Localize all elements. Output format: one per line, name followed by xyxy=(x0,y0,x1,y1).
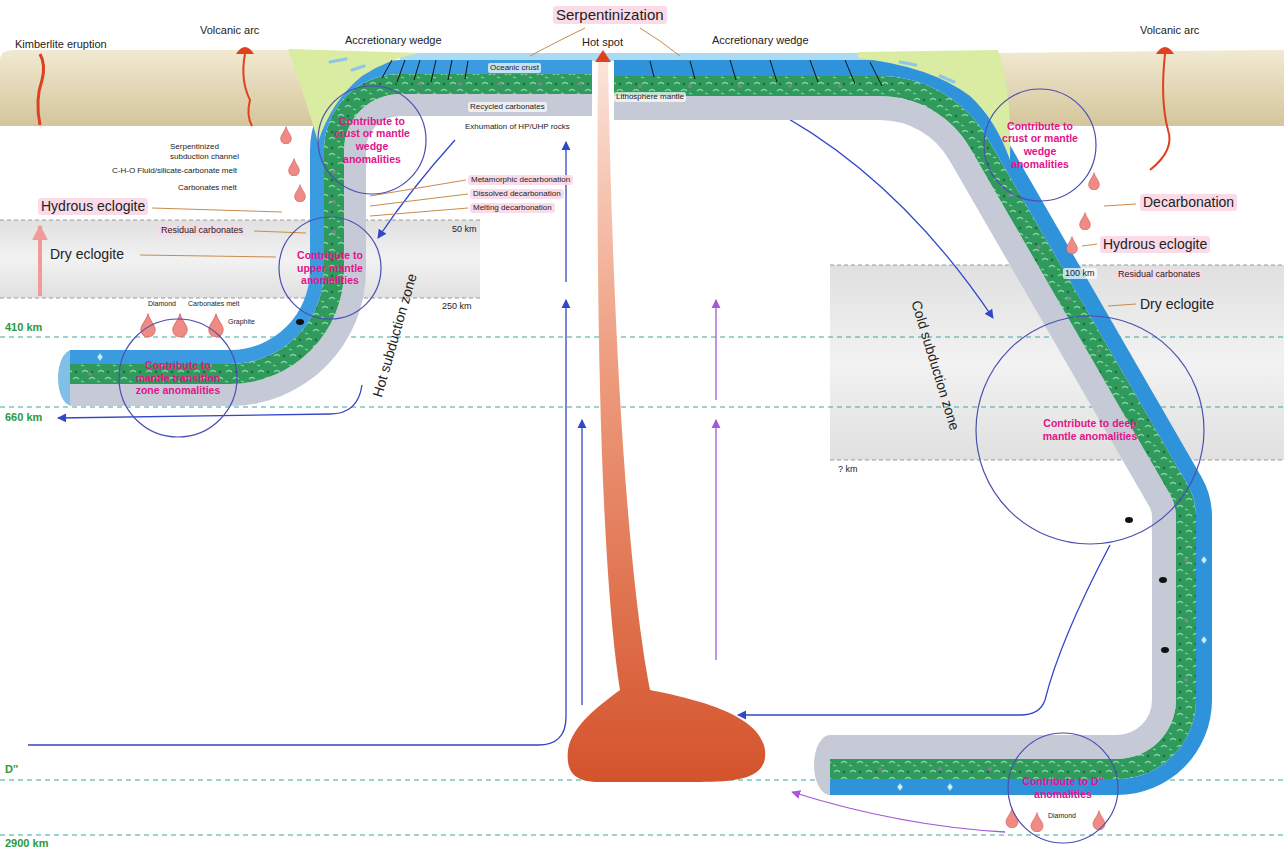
fracture-lines xyxy=(382,60,468,82)
text-label: Carbonates melt xyxy=(178,183,237,193)
melt-drop xyxy=(1006,809,1018,828)
text-label: 410 km xyxy=(5,321,42,334)
circle-outline-shape xyxy=(318,86,426,194)
text-label: Diamond xyxy=(148,300,176,308)
circle-text: Contribute to crust or mantle wedge anom… xyxy=(997,120,1083,170)
sediment-layer xyxy=(614,60,1212,795)
text-label: Serpentinization xyxy=(553,6,667,24)
anomaly-circle: Contribute to crust or mantle wedge anom… xyxy=(317,85,427,195)
melt-drop xyxy=(1089,173,1100,190)
plume-flow-line xyxy=(792,792,1005,832)
anomaly-circle: Contribute to deep mantle anomalities xyxy=(975,315,1205,545)
lithosphere-mantle-layer xyxy=(614,96,1176,759)
text-label: Dry eclogite xyxy=(50,246,124,263)
text-label: Melting decarbonation xyxy=(470,203,555,213)
circle-outline-shape xyxy=(984,89,1096,201)
melt-drop xyxy=(1093,811,1105,830)
text-label: Metamorphic decarbonation xyxy=(468,175,573,185)
magma-conduit xyxy=(243,54,252,126)
melt-drop xyxy=(289,159,300,176)
text-label: Recycled carbonates xyxy=(468,102,547,112)
ocean-water xyxy=(400,53,880,61)
text-label: Carbonates melt xyxy=(188,300,239,308)
circle-text: Contribute to D'' anomalities xyxy=(1021,775,1105,800)
wedge-lens xyxy=(330,59,954,82)
text-label: 660 km xyxy=(5,411,42,424)
mantle-flow-line xyxy=(738,545,1110,715)
mantle-plume xyxy=(568,60,766,782)
text-label: Residual carbonates xyxy=(1115,269,1203,280)
text-label: Kimberlite eruption xyxy=(15,38,107,51)
melt-drop xyxy=(1080,213,1091,230)
plume-flow-line xyxy=(715,420,716,660)
text-label: 100 km xyxy=(1063,268,1097,279)
diamond-symbol xyxy=(97,353,1207,791)
circle-outline-shape xyxy=(976,316,1204,544)
circle-text: Contribute to mantle transition zone ano… xyxy=(133,359,223,397)
hot-spot-volcano xyxy=(595,50,611,62)
melt-drop xyxy=(141,314,155,337)
carbonate-dots xyxy=(88,82,1188,771)
text-label: Lithosphere mantle xyxy=(614,92,686,102)
mantle-flow-line xyxy=(565,142,566,282)
fracture-lines xyxy=(650,60,882,86)
plume-flow-line xyxy=(715,300,716,400)
anomaly-circle: Contribute to mantle transition zone ano… xyxy=(118,318,238,438)
accretionary-wedge xyxy=(858,50,1010,160)
text-label: Diamond xyxy=(1046,812,1078,820)
text-label: Graphite xyxy=(228,318,255,326)
leader-line xyxy=(140,28,1136,306)
ascent-arrow xyxy=(38,226,42,296)
text-label: Serpentinized subduction channel xyxy=(170,142,252,161)
volcano xyxy=(1156,47,1174,54)
text-label: 250 km xyxy=(442,301,472,312)
graphite-symbol xyxy=(296,319,1169,653)
circle-text: Contribute to upper mantle anomalities xyxy=(291,249,369,287)
text-label: 2900 km xyxy=(5,837,48,850)
text-label: Oceanic crust xyxy=(488,63,541,73)
oceanic-crust-layer xyxy=(614,76,1196,779)
text-label: 50 km xyxy=(452,224,477,235)
circle-text: Contribute to deep mantle anomalities xyxy=(1025,417,1155,442)
text-label: Dry eclogite xyxy=(1140,296,1214,313)
text-label: D'' xyxy=(5,763,18,776)
text-label: Decarbonation xyxy=(1140,194,1237,211)
text-label: C-H-O Fluid/silicate-carbonate melt xyxy=(112,166,237,176)
circle-outline-shape xyxy=(279,217,381,319)
sediment-layer xyxy=(70,60,592,364)
text-label: Hydrous eclogite xyxy=(1100,236,1210,253)
kimberlite-pipe xyxy=(38,54,44,125)
text-label: Hydrous eclogite xyxy=(38,198,148,215)
melt-drop xyxy=(281,127,292,144)
anomaly-circle: Contribute to D'' anomalities xyxy=(1007,732,1119,844)
anomaly-circle: Contribute to crust or mantle wedge anom… xyxy=(983,88,1097,202)
text-label: Dissolved decarbonation xyxy=(470,189,564,199)
circle-text: Contribute to crust or mantle wedge anom… xyxy=(331,115,413,165)
text-label: Residual carbonates xyxy=(158,225,246,236)
text-label: ? km xyxy=(838,464,858,475)
text-label: Exhumation of HP/UHP rocks xyxy=(465,122,570,132)
circle-outline-shape xyxy=(119,319,237,437)
magma-conduit xyxy=(1150,54,1170,170)
mantle-flow-line xyxy=(581,420,582,705)
text-label: Volcanic arc xyxy=(200,24,259,37)
melt-drop xyxy=(1067,237,1078,254)
oceanic-crust-layer xyxy=(70,74,592,384)
melt-drop xyxy=(173,314,187,337)
melt-drop xyxy=(295,185,306,202)
melt-drop xyxy=(1031,813,1043,832)
volcano xyxy=(236,47,254,54)
circle-outline-shape xyxy=(1008,733,1118,843)
text-label: Volcanic arc xyxy=(1140,24,1199,37)
text-label: Accretionary wedge xyxy=(345,34,442,47)
text-label: Hot spot xyxy=(582,36,623,49)
anomaly-circle: Contribute to upper mantle anomalities xyxy=(278,216,382,320)
text-label: Accretionary wedge xyxy=(712,34,809,47)
